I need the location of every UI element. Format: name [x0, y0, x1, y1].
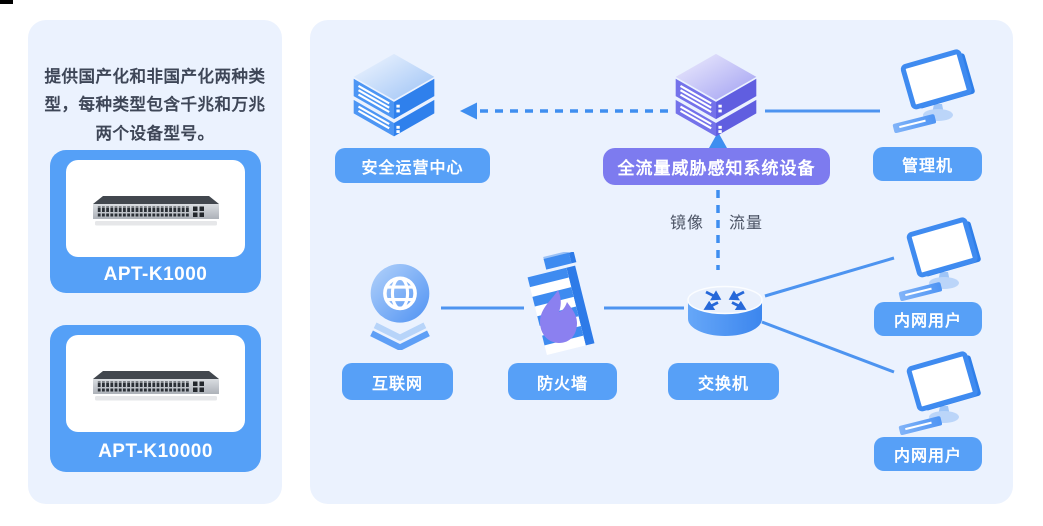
mirror-traffic-label-right: 流量 — [729, 215, 764, 232]
switch-icon — [680, 272, 770, 349]
device-card-apt-k10000: APT-K10000 — [50, 325, 261, 472]
label-intranet-user-2: 内网用户 — [874, 437, 982, 471]
label-apt-device: 全流量威胁感知系统设备 — [603, 148, 830, 185]
management-computer-icon — [890, 48, 990, 145]
label-management: 管理机 — [873, 147, 982, 181]
label-intranet-user-1: 内网用户 — [874, 302, 982, 336]
switch-product-image — [66, 335, 245, 432]
label-switch: 交换机 — [668, 363, 779, 400]
network-diagram-panel: 安全运营中心 全流量威胁感知系统设备 管理机 互联网 防火墙 交换机 内网用户 … — [310, 20, 1013, 504]
device-model-label: APT-K10000 — [98, 441, 213, 462]
sidebar-description: 提供国产化和非国产化两种类型，每种类型包含千兆和万兆两个设备型号。 — [44, 67, 266, 143]
device-model-label: APT-K1000 — [103, 264, 208, 285]
switch-product-image — [66, 160, 245, 257]
label-firewall: 防火墙 — [508, 363, 617, 400]
sidebar-panel: 提供国产化和非国产化两种类型，每种类型包含千兆和万兆两个设备型号。 APT-K1… — [28, 20, 282, 504]
label-soc: 安全运营中心 — [335, 148, 490, 183]
device-card-apt-k1000: APT-K1000 — [50, 150, 261, 293]
mirror-traffic-label-left: 镜像 — [670, 215, 705, 232]
connection-lines — [441, 102, 895, 374]
apt-device-server-icon — [668, 50, 764, 151]
firewall-icon — [520, 250, 604, 365]
intranet-user-computer-icon — [896, 350, 996, 447]
screenshot-artifact — [0, 0, 13, 4]
internet-globe-icon — [360, 258, 440, 355]
label-internet: 互联网 — [342, 363, 453, 400]
intranet-user-computer-icon — [896, 216, 996, 313]
soc-server-icon — [346, 50, 442, 151]
